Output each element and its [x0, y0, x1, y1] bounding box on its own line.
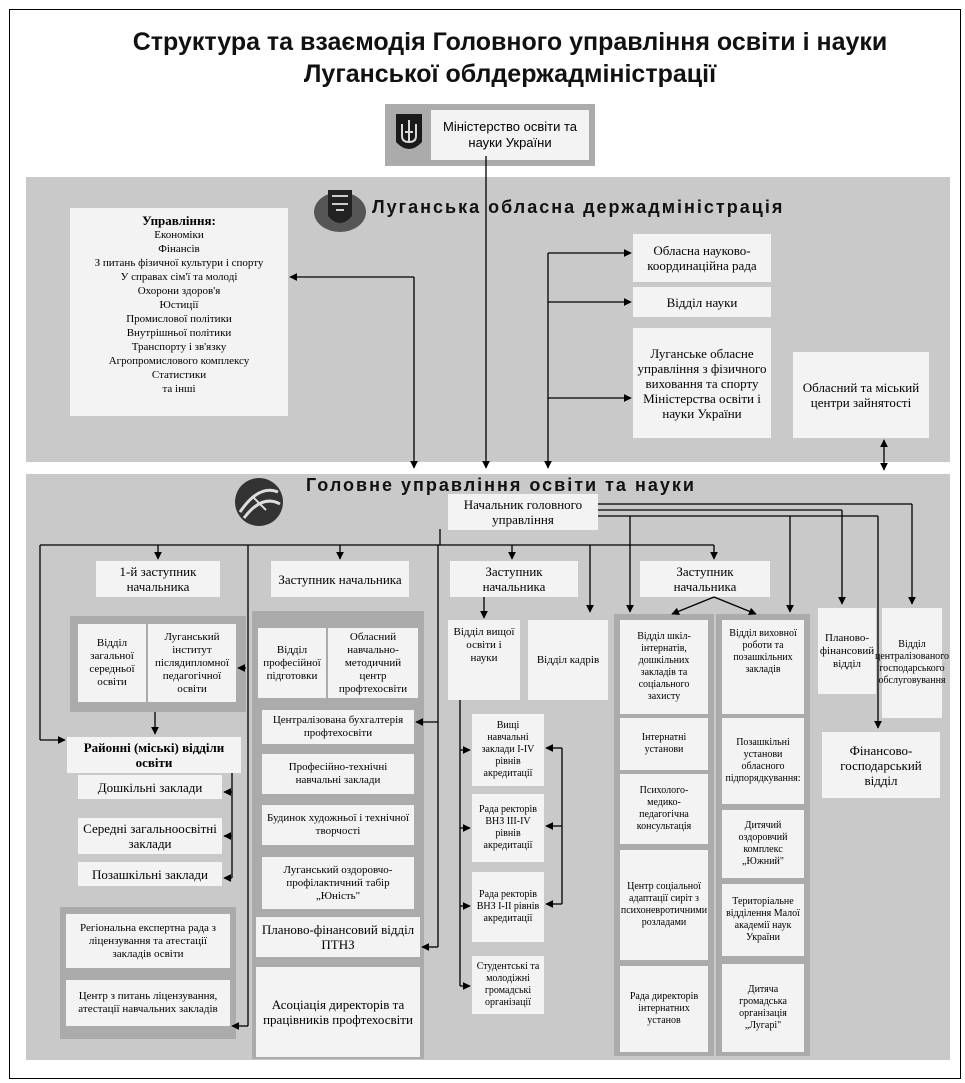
main-title: Головне управління освіти та науки [306, 475, 696, 495]
head-box: Начальник головного управління [448, 494, 598, 530]
boarding-schools-dept-box: Відділ шкіл-інтернатів, дошкільних закла… [620, 620, 708, 714]
out-of-school-institutions-box: Позашкільні установи обласного підпорядк… [722, 718, 804, 804]
oda-title: Луганська обласна держадміністрація [372, 197, 785, 217]
oda-department-item: Охорони здоров'я [137, 285, 221, 297]
vocational-planning-dept-box: Планово-фінансовий відділ ПТНЗ [256, 917, 420, 957]
oda-department-item: Економіки [154, 229, 204, 241]
oda-department-item: Агропромислового комплексу [108, 355, 250, 367]
oda-department-item: У справах сім'ї та молоді [120, 271, 238, 283]
oda-department-item: Юстиції [159, 299, 199, 311]
deputy1-box: 1-й заступник начальника [96, 561, 220, 597]
oda-coat-of-arms-icon [312, 182, 368, 238]
finance-economic-dept-box: Фінансово-господарський відділ [822, 732, 940, 798]
oda-departments-box: Управління: Економіки Фінансів З питань … [70, 208, 288, 416]
creativity-house-box: Будинок художньої і технічної творчості [262, 805, 414, 845]
oda-department-item: Фінансів [158, 243, 200, 255]
secondary-schools-box: Середні загальноосвітні заклади [78, 818, 222, 854]
boarding-institutions-box: Інтернатні установи [620, 718, 708, 770]
vocational-schools-box: Професійно-технічні навчальні заклади [262, 754, 414, 794]
oda-department-item: та інші [162, 383, 196, 395]
science-dept-box: Відділ науки [633, 287, 771, 317]
small-academy-box: Територіальне відділення Малої академії … [722, 884, 804, 956]
ministry-box: Міністерство освіти та науки України [431, 110, 589, 160]
trident-emblem-icon [394, 112, 424, 156]
lugari-organization-box: Дитяча громадська організація „Лугарі" [722, 964, 804, 1052]
oda-department-item: З питань фізичної культури і спорту [94, 257, 264, 269]
central-service-dept-box: Відділ централізованого господарського о… [875, 608, 949, 718]
deputy4-box: Заступник начальника [640, 561, 770, 597]
educational-work-dept-box: Відділ виховної роботи та позашкільних з… [722, 620, 804, 714]
vocational-methodical-center-box: Обласний навчально-методичний центр проф… [328, 628, 418, 698]
deputy2-box: Заступник начальника [271, 561, 409, 597]
sport-dept-box: Луганське обласне управління з фізичного… [633, 328, 771, 438]
vocational-training-dept-box: Відділ професійної підготовки [258, 628, 326, 698]
district-departments-box: Районні (міські) відділи освіти [67, 737, 241, 773]
oda-departments-heading: Управління: [142, 213, 216, 228]
planning-finance-dept-box: Планово-фінансовий відділ [818, 608, 876, 694]
oda-department-item: Внутрішньої політики [126, 327, 232, 339]
extracurricular-box: Позашкільні заклади [78, 862, 222, 886]
student-organizations-box: Студентські та молодіжні громадські орга… [472, 956, 544, 1014]
diagram-title-line1: Структура та взаємодія Головного управлі… [132, 28, 888, 56]
regional-expert-council-box: Регіональна експертна рада з ліцензуванн… [66, 914, 230, 968]
deputy3-box: Заступник начальника [450, 561, 578, 597]
psychological-consultation-box: Психолого-медико-педагогічна консультаці… [620, 774, 708, 844]
higher-ed-dept-box: Відділ вищої освіти і науки [448, 620, 520, 700]
central-accounting-box: Централізована бухгалтерія профтехосвіти [262, 710, 414, 744]
rectors-council-1-2-box: Рада ректорів ВНЗ І-ІІ рівнів акредитаці… [472, 872, 544, 942]
preschool-box: Дошкільні заклади [78, 775, 222, 799]
postgraduate-institute-box: Луганський інститут післядипломної педаг… [148, 624, 236, 702]
general-secondary-dept-box: Відділ загальної середньої освіти [78, 624, 146, 702]
rectors-council-3-4-box: Рада ректорів ВНЗ III-IV рівнів акредита… [472, 794, 544, 862]
boarding-directors-council-box: Рада директорів інтернатних установ [620, 966, 708, 1052]
main-emblem-icon [232, 476, 286, 528]
hr-dept-box: Відділ кадрів [528, 620, 608, 700]
camp-yunist-box: Луганський оздоровчо-профілактичний табі… [262, 857, 414, 909]
vocational-association-box: Асоціація директорів та працівників проф… [256, 967, 420, 1057]
science-council-box: Обласна науково-координаційна рада [633, 234, 771, 282]
oda-department-item: Транспорту і зв'язку [131, 341, 227, 353]
orphans-adaptation-center-box: Центр соціальної адаптації сиріт з психо… [620, 850, 708, 960]
employment-centers-box: Обласний та міський центри зайнятості [793, 352, 929, 438]
licensing-center-box: Центр з питань ліцензування, атестації н… [66, 980, 230, 1026]
oda-department-item: Промислової політики [126, 313, 232, 325]
universities-box: Вищі навчальні заклади І-IV рівнів акред… [472, 714, 544, 786]
yuzhny-camp-box: Дитячий оздоровчий комплекс „Южний" [722, 810, 804, 878]
oda-department-item: Статистики [151, 369, 207, 381]
diagram-title-line2: Луганської облдержадміністрації [303, 60, 717, 88]
